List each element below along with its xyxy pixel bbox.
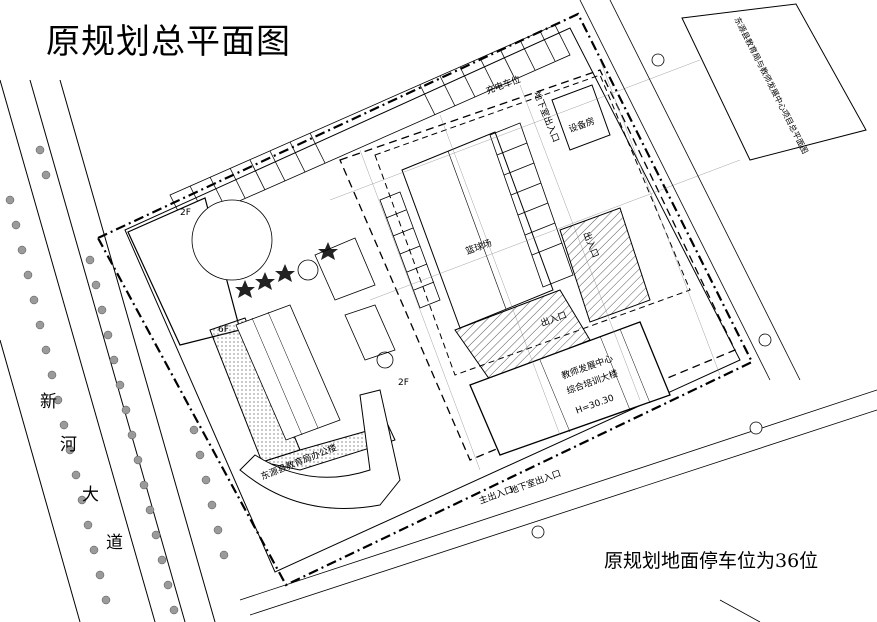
- office-building-6f: [209, 304, 396, 471]
- right-road-lines: [579, 0, 801, 381]
- grid-lines: [329, 59, 741, 471]
- floor-6f-label: 6F: [218, 325, 229, 335]
- basement-outline: [339, 69, 736, 461]
- inner-boundary: [124, 27, 741, 573]
- road-char-3: 大: [82, 485, 99, 505]
- basketball-court: [401, 131, 554, 329]
- bottom-road-lines: [239, 389, 877, 622]
- court-parking-right: [489, 122, 574, 288]
- road-char-1: 新: [40, 392, 57, 412]
- basement-inner: [374, 74, 691, 376]
- circle-plaza: [191, 199, 273, 281]
- page-title: 原规划总平面图: [46, 22, 291, 62]
- court-parking-left: [379, 191, 441, 309]
- road-char-2: 河: [60, 435, 77, 455]
- star-decorations: [235, 242, 338, 298]
- axis-markers: [531, 53, 772, 539]
- road-char-4: 道: [106, 533, 123, 553]
- site-boundary: [96, 12, 754, 587]
- plaza-parking: [314, 237, 396, 361]
- parking-note: 原规划地面停车位为36位: [604, 550, 819, 572]
- floor-2f-a-label: 2F: [180, 208, 191, 218]
- office-curved-front: [239, 389, 401, 509]
- road-lines: [0, 79, 216, 622]
- equipment-room: [551, 84, 611, 151]
- floor-2f-b-label: 2F: [398, 378, 409, 388]
- fountain-small: [376, 351, 394, 369]
- tree-row-left: [5, 145, 229, 615]
- teacher-center-hatch: [559, 207, 651, 323]
- legend-box: [681, 3, 867, 161]
- fountain: [297, 259, 319, 281]
- teacher-center-grid: [539, 328, 651, 433]
- teacher-center-building: [469, 321, 671, 456]
